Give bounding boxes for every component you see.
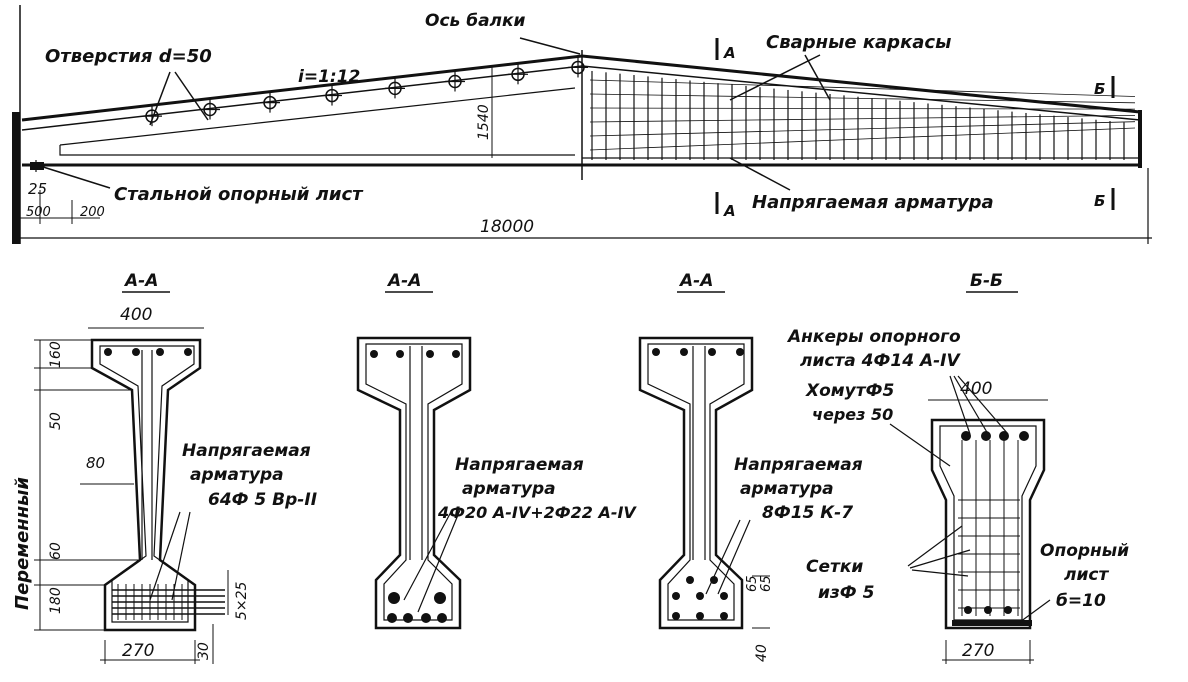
section-4-mesh [958,440,1020,616]
axis-label: Ось балки [425,11,526,31]
section-4-plate-2: лист [1064,565,1109,585]
section-2: А-А Напрягаемая арматура 4Ф20 А-IV+2Ф22 … [356,271,637,630]
section-1-dim-160: 160 [48,341,64,368]
section-1-dim-60: 60 [48,542,64,560]
left-support [12,112,20,244]
section-4-stirrup-2: через 50 [812,405,893,424]
frame-rod [589,107,1136,110]
dim-200: 200 [80,205,105,220]
section-1: А-А 400 270 160 50 80 60 180 30 [34,271,317,664]
cut-a-bottom: А [723,202,736,220]
steel-plate [30,162,44,170]
section-1-dim-180: 180 [48,587,64,614]
section-4-plate-3: б=10 [1056,591,1106,611]
section-2-title: А-А [386,271,421,291]
slope-label: i=1:12 [298,67,360,87]
section-4-bottom: 270 [962,641,994,661]
section-3-label-3: 8Ф15 К-7 [762,503,853,523]
section-1-dim-30: 30 [196,642,212,660]
section-4: Б-Б 400 270 Анкеры опорного листа 4Ф14 А… [786,271,1129,664]
section-3-dim-40: 40 [754,644,770,662]
beam-elevation: Ось балки Отверстия d=50 i=1:12 Сварные … [12,5,1152,244]
section-1-label-2: арматура [190,465,284,485]
height-dimension: 1540 [476,104,492,140]
section-1-dim-80: 80 [86,454,105,472]
section-1-wires [112,584,225,620]
span-dimension: 18000 [480,217,534,237]
holes-label: Отверстия d=50 [45,46,212,67]
section-1-label-3: 64Ф 5 Вр-II [208,490,317,510]
section-2-label-1: Напрягаемая [455,455,584,475]
section-3-label-2: арматура [740,479,834,499]
section-3-label-1: Напрягаемая [734,455,863,475]
side-label: Переменный [12,477,33,610]
section-2-label-2: арматура [462,479,556,499]
cut-b-bottom: Б [1094,192,1105,210]
section-4-anchors-1: Анкеры опорного [786,327,961,347]
section-1-bottom: 270 [122,641,154,661]
section-3: А-А 65 65 40 Напрягаемая арматура 8Ф15 К… [638,271,863,662]
section-1-dim-5x25: 5×25 [234,581,250,620]
frame-rod [589,127,1136,151]
section-3-dim-65a: 65 [745,575,760,592]
frames-label: Сварные каркасы [766,32,951,53]
section-4-plate [952,620,1032,626]
plate-label: Стальной опорный лист [114,184,364,205]
section-4-mesh-1: Сетки [806,557,863,577]
frame-rod [589,115,1136,123]
cut-b-top: Б [1094,80,1105,98]
section-4-plate-1: Опорный [1040,541,1129,561]
frame-rod [589,79,1136,97]
holes-group [142,57,588,127]
section-4-mesh-2: изФ 5 [818,583,874,603]
section-1-width: 400 [120,305,152,325]
section-4-outline [930,418,1046,630]
section-1-outline [90,338,202,632]
section-4-title: Б-Б [970,271,1003,291]
section-1-title: А-А [123,271,158,291]
frame-rod [589,93,1136,104]
frame-rod [589,121,1136,137]
section-2-outline [356,336,472,630]
dim-500: 500 [26,205,51,220]
section-3-title: А-А [678,271,713,291]
section-4-anchors-2: листа 4Ф14 А-IV [800,351,961,371]
section-1-label-1: Напрягаемая [182,441,311,461]
cut-a-top: А [723,44,736,62]
section-1-dim-50: 50 [48,412,64,430]
dim-25: 25 [28,180,47,198]
section-2-label-3: 4Ф20 А-IV+2Ф22 А-IV [437,503,637,522]
section-4-stirrup-1: ХомутФ5 [805,381,894,401]
section-4-width: 400 [960,379,992,399]
section-3-dim-65b: 65 [759,575,774,592]
welded-frames [589,70,1136,160]
tendon-label: Напрягаемая арматура [752,192,994,213]
section-3-outline [638,336,754,630]
